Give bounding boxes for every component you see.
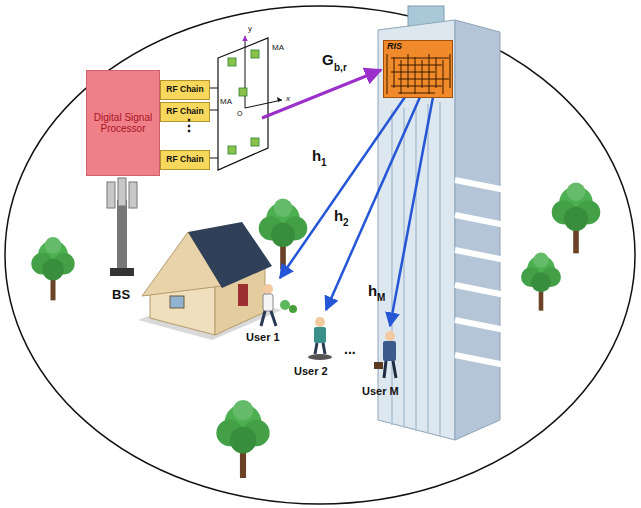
house-door: [238, 284, 248, 306]
rf-chain-box: RF Chain: [160, 150, 210, 170]
user-label: User M: [362, 386, 399, 397]
house-window: [170, 296, 184, 308]
channel-symbol: G: [322, 52, 334, 67]
antenna-panel: [218, 38, 268, 170]
ris-panel: RIS: [383, 40, 453, 98]
node-text: RF Chain: [166, 155, 203, 165]
building: [378, 6, 505, 440]
user-head: [263, 284, 273, 294]
node-text: RF Chain: [166, 107, 203, 117]
user-legs: [261, 311, 276, 326]
rf-feed-lines: [210, 88, 218, 158]
node-text: Digital Signal Processor: [87, 112, 159, 135]
tower-base: [110, 268, 134, 276]
hoverboard: [308, 354, 332, 360]
ris-user-channel-arrow: [280, 97, 405, 278]
user-head: [315, 317, 325, 327]
processor-box: Digital Signal Processor: [86, 70, 160, 176]
y-axis: [245, 36, 246, 108]
ris-user-channel-arrow: [390, 97, 433, 326]
building-windows: [392, 102, 440, 437]
ris-element-grid: [387, 54, 450, 94]
station-label: BS: [112, 288, 130, 301]
house: [138, 222, 297, 340]
bs-ris-channel-arrow: [262, 70, 381, 118]
bs-antenna: [129, 182, 137, 208]
bs-antenna: [118, 178, 126, 206]
bush: [289, 305, 297, 313]
channel-subscript: b,r: [334, 63, 347, 73]
channel-subscript: 1: [321, 158, 327, 168]
channel-symbol: h: [334, 208, 343, 223]
movable-antenna: [228, 58, 236, 66]
movable-antenna: [251, 50, 259, 58]
rf-chain-box: RF Chain: [160, 80, 210, 100]
ellipsis-dots: ⋮: [181, 118, 197, 134]
antenna-array: [210, 36, 282, 170]
coverage-ellipse: [5, 6, 635, 504]
user-body: [383, 341, 396, 361]
ris-panel-fill: [383, 40, 453, 98]
ellipsis-dots: ...: [344, 342, 356, 356]
tree: [216, 400, 269, 478]
building-side: [455, 20, 500, 440]
axis-label: x: [286, 95, 290, 103]
ris-label: RIS: [385, 41, 404, 51]
user-figure: [261, 284, 276, 326]
user-body: [263, 294, 273, 311]
user-figure: [308, 317, 332, 360]
antenna-label: MA: [272, 44, 284, 52]
movable-antenna: [239, 88, 247, 96]
user-body: [314, 327, 326, 343]
user-label: User 2: [294, 366, 328, 377]
movable-antenna: [228, 146, 236, 154]
user-head: [385, 331, 395, 341]
x-axis: [245, 100, 282, 108]
briefcase: [374, 362, 383, 369]
tree: [31, 237, 74, 300]
channel-subscript: 2: [343, 218, 349, 228]
user-legs: [384, 361, 396, 378]
tree: [521, 252, 561, 310]
antenna-label: MA: [220, 98, 232, 106]
bs-antenna: [107, 182, 115, 208]
tower-pole: [117, 200, 127, 270]
user-legs: [315, 343, 325, 354]
user-label: User 1: [246, 332, 280, 343]
channel-symbol: h: [368, 283, 377, 298]
bush: [280, 300, 290, 310]
ris-user-channel-arrow: [326, 97, 420, 310]
x-axis-head: [277, 97, 282, 102]
base-station-tower: [107, 178, 137, 276]
origin-label: O: [237, 110, 242, 117]
channel-symbol: h: [312, 148, 321, 163]
user-figure: [374, 331, 396, 378]
building-balconies: [455, 180, 505, 365]
channel-subscript: M: [377, 293, 385, 303]
building-front: [378, 20, 455, 440]
node-text: RF Chain: [166, 85, 203, 95]
axis-label: y: [248, 25, 252, 33]
movable-antenna: [251, 138, 259, 146]
house-roof: [188, 222, 272, 288]
tree: [552, 182, 601, 253]
